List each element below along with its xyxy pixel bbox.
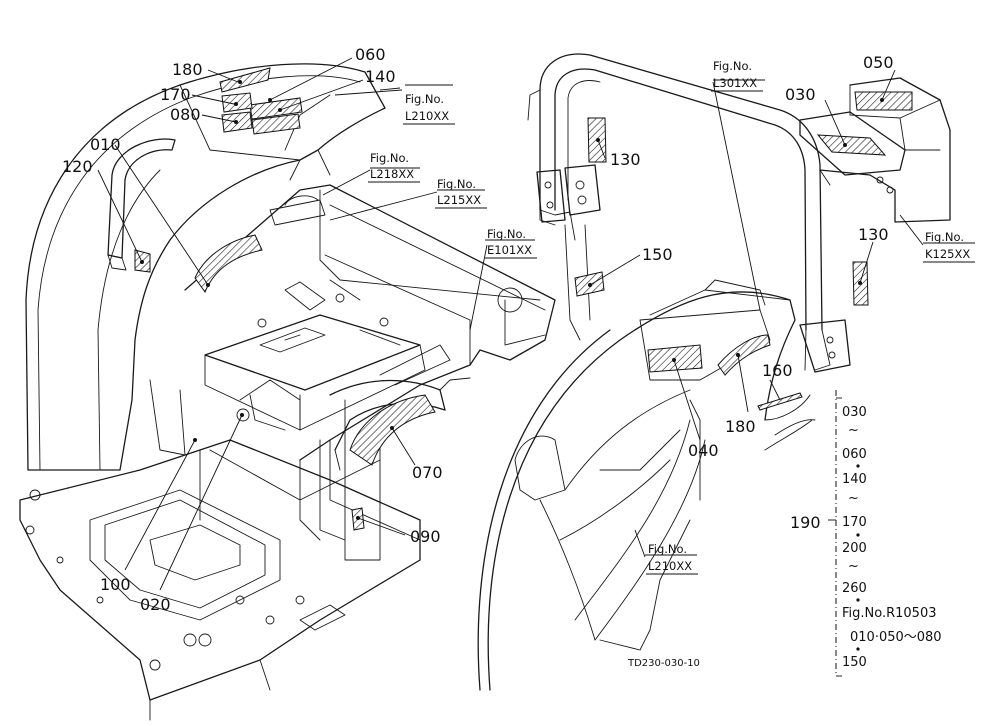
callout-180-top: 180 [172,60,203,79]
kit-reference-items: 010·050～080 [850,630,942,645]
kit-item-140: 140 [842,472,867,487]
fig-ref-l301-code: L301XX [713,76,757,90]
fig-ref-e101-code: E101XX [487,243,532,257]
seat-cushion [799,77,951,223]
figure-references: Fig.No. L210XX Fig.No. L218XX Fig.No. L2… [368,59,975,575]
decal-010 [194,234,263,294]
floor-plate [19,379,421,721]
callout-070: 070 [412,463,443,482]
fig-ref-l210-bottom-label: Fig.No. [648,542,687,556]
fig-ref-l218-code: L218XX [370,167,414,181]
fender-handle [107,138,176,271]
callout-140: 140 [365,67,396,86]
kit-range-1: ~ [848,423,859,438]
seat-right-arch [319,377,471,541]
callout-170: 170 [160,85,191,104]
kit-figure-reference: Fig.No.R10503 [842,606,937,621]
right-fender [477,279,816,691]
callout-010: 010 [90,135,121,154]
fig-ref-l301-label: Fig.No. [713,59,752,73]
kit-item-030: 030 [842,405,867,420]
callout-130-right: 130 [858,225,889,244]
fig-ref-l218-label: Fig.No. [370,151,409,165]
decals [134,67,913,531]
fig-ref-l215-label: Fig.No. [437,177,476,191]
kit-item-260: 260 [842,581,867,596]
callout-100: 100 [100,575,131,594]
kit-range-2: ~ [848,491,859,506]
left-fender [25,63,386,471]
callout-190: 190 [790,513,821,532]
fig-ref-l210-top-label: Fig.No. [405,92,444,106]
seat-frame [184,184,556,461]
callout-120: 120 [62,157,93,176]
decal-080b [251,113,301,135]
callout-090: 090 [410,527,441,546]
decal-180-top [219,67,271,93]
fig-ref-k125-label: Fig.No. [925,230,964,244]
callout-020: 020 [140,595,171,614]
leader-lines [97,57,975,591]
decal-160 [757,392,803,411]
kit-item-060: 060 [842,447,867,462]
callout-040: 040 [688,441,719,460]
callout-080: 080 [170,105,201,124]
fig-ref-l210-top-code: L210XX [405,109,449,123]
callout-060: 060 [355,45,386,64]
decal-070 [349,394,436,466]
callout-150: 150 [642,245,673,264]
fig-ref-k125-code: K125XX [925,247,970,261]
decal-030 [816,134,887,156]
callout-030: 030 [785,85,816,104]
fig-ref-e101-label: Fig.No. [487,227,526,241]
callout-160: 160 [762,361,793,380]
callout-180-right: 180 [725,417,756,436]
rops-frame [527,53,851,373]
drawing-code: TD230-030-10 [627,658,700,669]
decal-180-right [717,334,771,376]
kit-item-200: 200 [842,541,867,556]
kit-item-170: 170 [842,515,867,530]
fig-ref-l210-bottom-code: L210XX [648,559,692,573]
callout-050: 050 [863,53,894,72]
decal-140 [249,97,303,120]
leader-dots [140,80,884,520]
kit-list: 030 ~ 060 140 ~ 170 200 ~ 260 Fig.No.R10… [828,390,942,677]
callout-130-top: 130 [610,150,641,169]
kit-item-150: 150 [842,655,867,670]
callout-labels: 180 060 140 170 080 010 120 130 150 050 … [62,45,894,614]
kit-range-3: ~ [848,559,859,574]
fig-ref-l215-code: L215XX [437,193,481,207]
